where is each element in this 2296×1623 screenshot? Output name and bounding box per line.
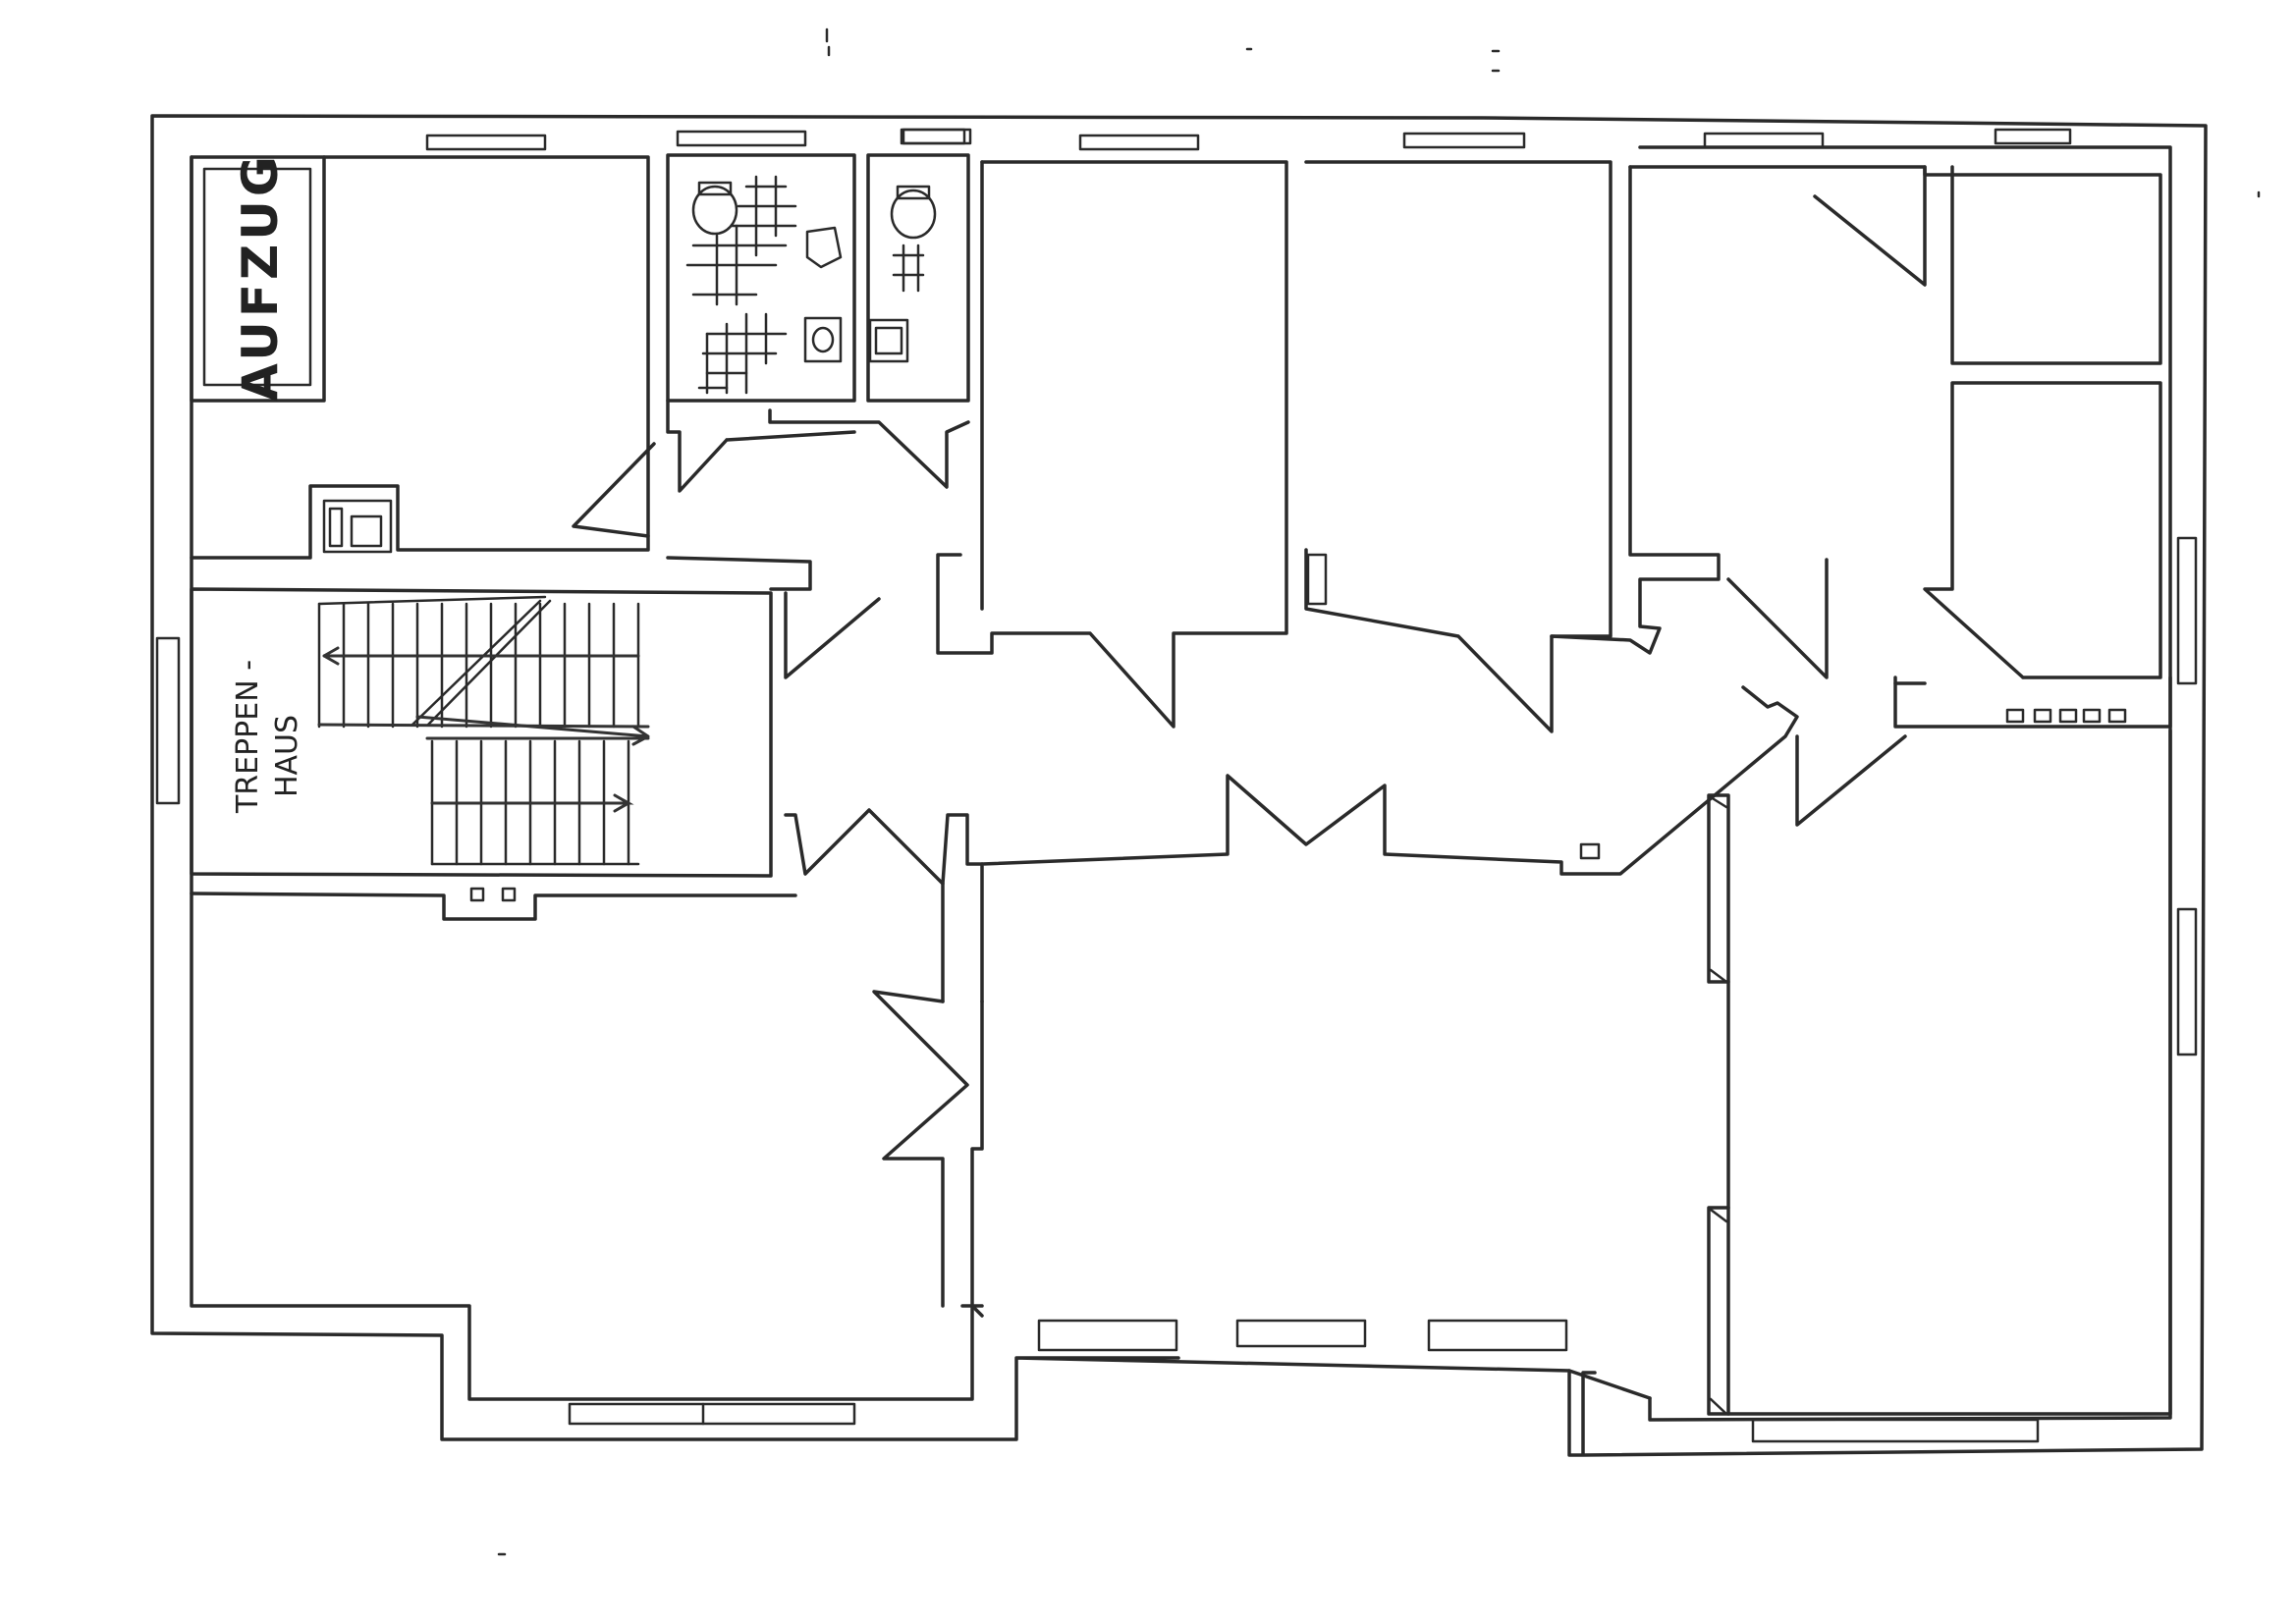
wc-block	[572, 128, 970, 538]
window-icon	[902, 128, 966, 145]
windows	[155, 128, 2198, 1443]
stair-arrow-icon	[430, 793, 634, 813]
sink-icon	[868, 318, 909, 363]
window-icon	[900, 128, 972, 145]
sink-icon	[803, 316, 843, 363]
window-icon	[425, 134, 547, 151]
elevator: AUFZUG	[190, 152, 650, 560]
window-icon	[1703, 132, 1825, 149]
large-office	[1726, 729, 2172, 1416]
stair-treads	[317, 595, 650, 866]
tile-hatch	[685, 185, 797, 390]
scan-specks	[497, 27, 2261, 1556]
window-icon	[155, 636, 181, 805]
stairwell: TREPPEN - HAUS	[190, 556, 881, 921]
window-icon	[1402, 132, 1526, 149]
window-icon	[1235, 1319, 1367, 1348]
window-icon	[1078, 134, 1200, 151]
exterior-wall	[150, 114, 2208, 1457]
window-icon	[568, 1402, 856, 1426]
stairwell-label-1: TREPPEN -	[231, 660, 265, 814]
window-icon	[2176, 907, 2198, 1056]
window-icon	[1751, 1418, 2040, 1443]
window-icon	[1427, 1319, 1568, 1352]
window-icon	[1994, 128, 2072, 145]
offices	[784, 160, 2172, 1416]
window-icon	[1037, 1319, 1178, 1352]
toilet-icon	[890, 189, 937, 240]
stair-arrow-icon	[322, 646, 640, 666]
toilet-icon	[691, 185, 738, 236]
stairwell-label-2: HAUS	[270, 715, 304, 797]
sink-icon	[322, 499, 393, 554]
stair-arrow-icon	[415, 715, 650, 746]
window-icon	[2176, 536, 2198, 685]
urinal-icon	[805, 226, 843, 269]
elevator-label: AUFZUG	[232, 152, 289, 402]
window-icon	[676, 130, 807, 147]
